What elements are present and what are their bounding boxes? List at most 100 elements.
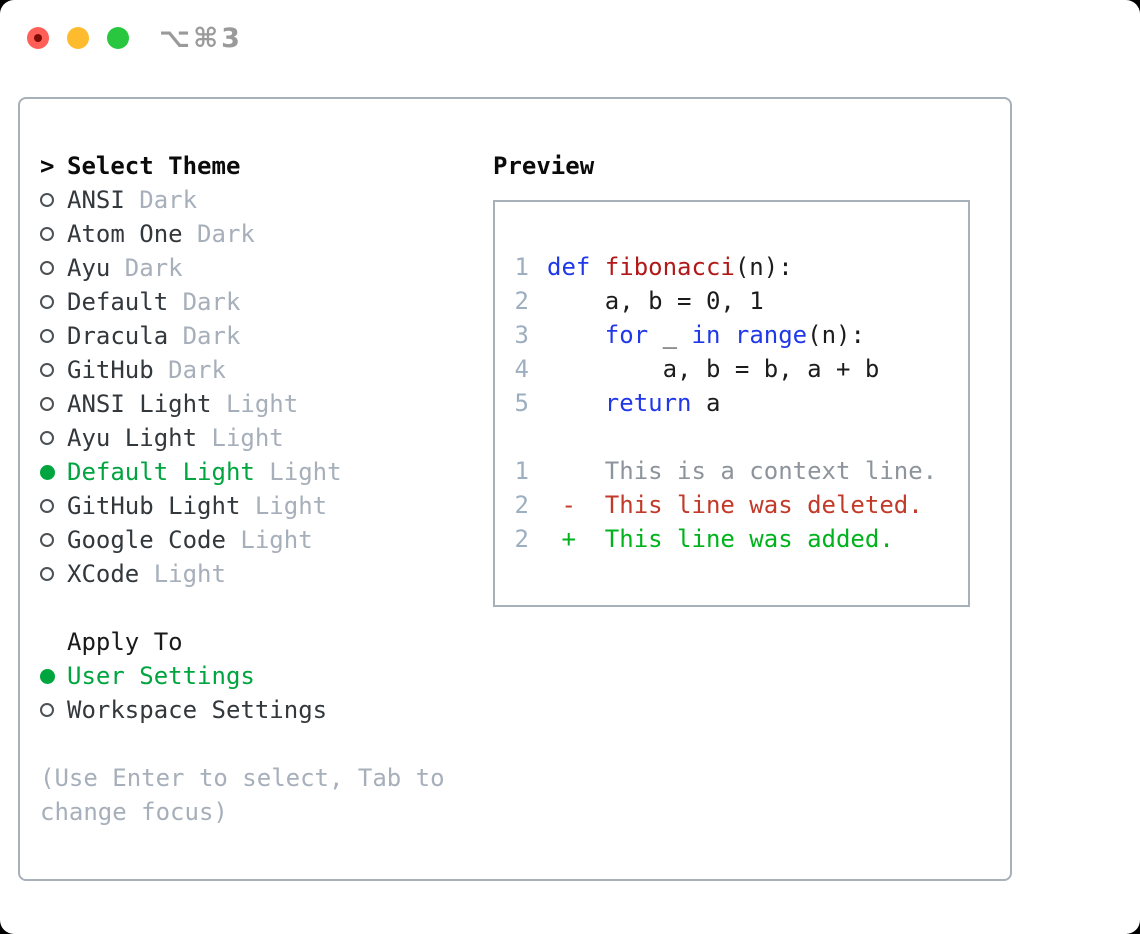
line-number — [513, 420, 529, 454]
radio-icon — [40, 295, 67, 309]
theme-option-ansi[interactable]: ANSI Dark — [40, 183, 493, 217]
theme-variant: Dark — [153, 356, 226, 384]
theme-option-default[interactable]: Default Dark — [40, 285, 493, 319]
close-button[interactable] — [27, 27, 49, 49]
theme-option-github-light[interactable]: GitHub Light Light — [40, 489, 493, 523]
line-content: a, b = 0, 1 — [547, 284, 764, 318]
radio-icon — [40, 397, 67, 411]
theme-name: Atom One — [67, 220, 183, 248]
line-content: This is a context line. — [547, 454, 937, 488]
code-segment-plain — [720, 321, 734, 349]
theme-name: XCode — [67, 560, 140, 588]
theme-option-ansi-light[interactable]: ANSI Light Light — [40, 387, 493, 421]
apply-option-workspace-settings[interactable]: Workspace Settings — [40, 693, 493, 727]
preview-line: 2 a, b = 0, 1 — [513, 284, 950, 318]
line-content: + This line was added. — [547, 522, 894, 556]
preview-line: 5 return a — [513, 386, 950, 420]
radio-icon — [40, 431, 67, 445]
apply-option-user-settings[interactable]: User Settings — [40, 659, 493, 693]
minimize-button[interactable] — [67, 27, 89, 49]
theme-option-xcode[interactable]: XCode Light — [40, 557, 493, 591]
prompt-chevron-icon: > — [40, 152, 55, 180]
apply-option-label: Workspace Settings — [67, 696, 328, 724]
code-segment-kw: def — [547, 253, 591, 281]
code-segment-kw: for — [604, 321, 649, 349]
section-gap — [40, 591, 493, 625]
radio-icon — [40, 227, 67, 241]
line-content: a, b = b, a + b — [547, 352, 880, 386]
theme-name: ANSI — [67, 186, 125, 214]
line-content: return a — [547, 386, 721, 420]
theme-variant: Dark — [168, 322, 241, 350]
traffic-lights — [27, 27, 129, 49]
code-segment-kw: in — [691, 321, 721, 349]
radio-icon — [40, 499, 67, 513]
theme-variant: Dark — [168, 288, 241, 316]
keyboard-hint: (Use Enter to select, Tab to change focu… — [40, 764, 445, 826]
titlebar: ⌥⌘3 — [0, 0, 1140, 76]
preview-line: 2 + This line was added. — [513, 522, 950, 556]
theme-name: GitHub Light — [67, 492, 241, 520]
line-number: 2 — [514, 287, 529, 315]
theme-name: Ayu Light — [67, 424, 198, 452]
theme-variant: Light — [197, 424, 284, 452]
line-number: 4 — [514, 355, 529, 383]
code-segment-plain — [547, 321, 605, 349]
theme-option-default-light[interactable]: Default Light Light — [40, 455, 493, 489]
selected-radio-icon — [40, 668, 67, 684]
window-title-shortcut: ⌥⌘3 — [159, 22, 243, 54]
theme-variant: Light — [254, 458, 342, 486]
theme-option-google-code[interactable]: Google Code Light — [40, 523, 493, 557]
radio-icon — [40, 533, 67, 547]
line-number: 3 — [514, 321, 529, 349]
theme-variant: Dark — [110, 254, 183, 282]
preview-line: 3 for _ in range(n): — [513, 318, 950, 352]
theme-name: Dracula — [67, 322, 169, 350]
code-segment-plain — [547, 389, 605, 417]
theme-option-dracula[interactable]: Dracula Dark — [40, 319, 493, 353]
code-segment-plain: (n): — [734, 253, 793, 281]
line-content: def fibonacci(n): — [547, 250, 793, 284]
preview-blank-line — [513, 420, 950, 454]
theme-option-github[interactable]: GitHub Dark — [40, 353, 493, 387]
radio-icon — [40, 567, 67, 581]
theme-option-atom-one[interactable]: Atom One Dark — [40, 217, 493, 251]
preview-line: 2 - This line was deleted. — [513, 488, 950, 522]
theme-variant: Light — [139, 560, 226, 588]
code-segment-plain — [590, 253, 604, 281]
theme-option-ayu-light[interactable]: Ayu Light Light — [40, 421, 493, 455]
radio-icon — [40, 329, 67, 343]
theme-name: GitHub — [67, 356, 154, 384]
select-theme-header-row: > Select Theme — [40, 149, 493, 183]
theme-variant: Light — [225, 526, 313, 554]
line-content: for _ in range(n): — [547, 318, 865, 352]
code-segment-plain: a, b = b, a + b — [547, 355, 880, 383]
line-number: 1 — [514, 457, 529, 485]
theme-name: Default Light — [67, 458, 255, 486]
theme-name: Google Code — [67, 526, 226, 554]
code-segment-context: This is a context line. — [547, 457, 938, 485]
line-number: 2 — [514, 491, 529, 519]
preview-line: 1 This is a context line. — [513, 454, 950, 488]
preview-header: Preview — [493, 152, 595, 180]
zoom-button[interactable] — [107, 27, 129, 49]
theme-variant: Light — [240, 492, 328, 520]
apply-to-header-row: Apply To — [40, 625, 493, 659]
code-segment-plain: a, b = 0, 1 — [547, 287, 764, 315]
code-segment-plain: a — [691, 389, 721, 417]
code-segment-added: + This line was added. — [547, 525, 894, 553]
preview-line: 4 a, b = b, a + b — [513, 352, 950, 386]
code-segment-kw: range — [734, 321, 808, 349]
code-segment-plain: _ — [648, 321, 692, 349]
radio-icon — [40, 363, 67, 377]
theme-option-ayu[interactable]: Ayu Dark — [40, 251, 493, 285]
apply-to-header: Apply To — [67, 628, 183, 656]
